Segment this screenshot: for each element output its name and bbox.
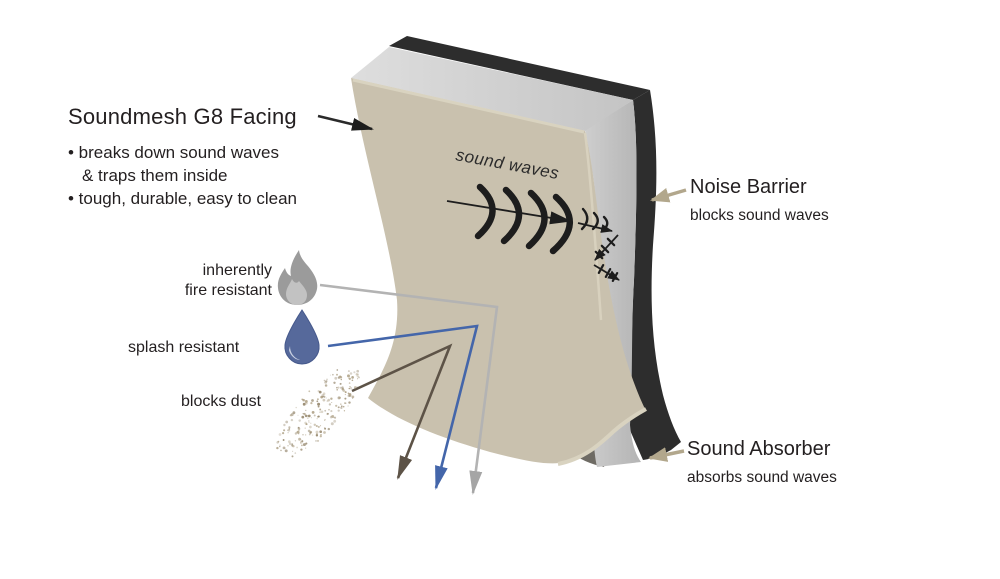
fire-deflect-arrow xyxy=(319,283,499,495)
facing-title: Soundmesh G8 Facing xyxy=(68,104,297,129)
water-drop-icon xyxy=(284,309,320,365)
panel-top-face xyxy=(351,47,633,131)
splash-resistant-label: splash resistant xyxy=(128,339,240,356)
noise-barrier-edge xyxy=(629,90,681,460)
noise-barrier-description: blocks sound waves xyxy=(690,207,829,224)
noise-barrier-pointer-arrow xyxy=(650,188,687,203)
facing-front-face xyxy=(351,78,645,464)
facing-bullet-2: • tough, durable, easy to clean xyxy=(68,189,297,208)
fire-resistant-label: inherently fire resistant xyxy=(184,262,272,299)
facing-bottom-bevel xyxy=(557,407,647,466)
noise-barrier-title: Noise Barrier xyxy=(690,176,807,198)
dust-particles-icon xyxy=(276,369,360,458)
sound-wave-arcs xyxy=(474,183,573,255)
facing-pointer-arrow xyxy=(317,114,374,131)
dust-deflect-arrow xyxy=(351,343,453,480)
facing-bullets: • breaks down sound waves & traps them i… xyxy=(68,141,297,210)
sound-absorber-description: absorbs sound waves xyxy=(687,469,837,486)
flame-icon xyxy=(277,250,318,305)
acoustic-panel xyxy=(351,36,681,467)
facing-bullet-1-cont: & traps them inside xyxy=(82,166,228,185)
sound-absorber-title: Sound Absorber xyxy=(687,438,831,460)
sound-wave-arrow xyxy=(446,200,572,225)
facing-bullet-1: • breaks down sound waves xyxy=(68,143,280,162)
facing-right-bevel xyxy=(583,132,603,321)
absorbed-wave-arcs xyxy=(580,207,609,232)
facing-top-bevel xyxy=(352,78,585,134)
reflected-wave-ticks xyxy=(594,237,619,282)
blocks-dust-label: blocks dust xyxy=(181,393,262,410)
sound-absorber-pointer-arrow xyxy=(648,447,685,462)
noise-barrier-layer xyxy=(389,36,650,100)
splash-deflect-arrow xyxy=(327,324,479,490)
